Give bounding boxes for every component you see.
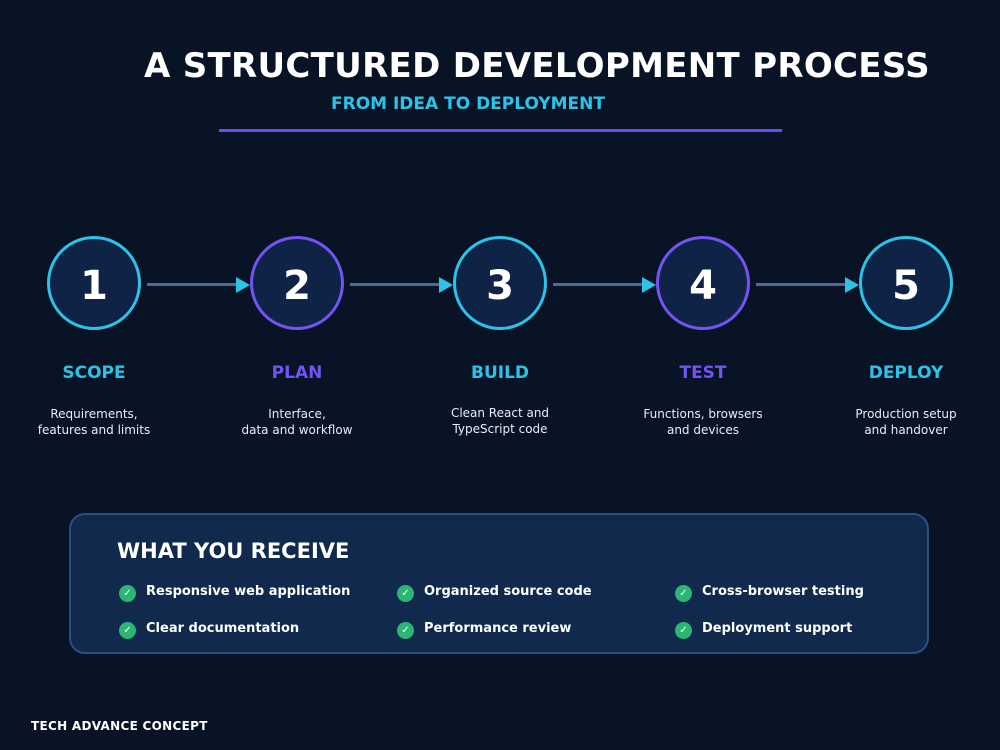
check-circle-icon: ✓ xyxy=(119,585,136,602)
step-description: Clean React and TypeScript code xyxy=(410,405,590,437)
benefit-label: Deployment support xyxy=(702,621,853,636)
step-number: 4 xyxy=(689,263,717,309)
arrow-right-icon xyxy=(439,277,453,293)
arrow-right-icon xyxy=(642,277,656,293)
connector-3-4 xyxy=(553,283,645,286)
step-number-circle: 4 xyxy=(656,236,750,330)
step-description-line: Interface, xyxy=(268,407,326,421)
step-label: TEST xyxy=(679,363,727,383)
step-label: SCOPE xyxy=(62,363,126,383)
step-number-circle: 1 xyxy=(47,236,141,330)
step-description-line: and devices xyxy=(666,423,740,437)
check-circle-icon: ✓ xyxy=(119,622,136,639)
footer-brand: TECH ADVANCE CONCEPT xyxy=(31,719,208,733)
step-description-line: and handover xyxy=(864,423,948,437)
step-label: BUILD xyxy=(470,363,530,383)
benefit-label: Performance review xyxy=(424,621,572,636)
process-step-build: 3 BUILD Clean React and TypeScript code xyxy=(410,236,590,437)
step-number: 3 xyxy=(486,263,514,309)
step-number: 2 xyxy=(283,263,311,309)
step-description: Interface, data and workflow xyxy=(207,406,387,438)
step-description-line: Production setup xyxy=(855,407,957,421)
process-step-test: 4 TEST Functions, browsers and devices xyxy=(613,236,793,438)
check-circle-icon: ✓ xyxy=(397,585,414,602)
benefit-label: Clear documentation xyxy=(146,621,300,636)
step-description-line: features and limits xyxy=(37,423,151,437)
title-divider xyxy=(219,129,782,132)
benefit-item: ✓ Clear documentation xyxy=(119,618,299,639)
connector-2-3 xyxy=(350,283,442,286)
arrow-right-icon xyxy=(236,277,250,293)
benefit-label: Organized source code xyxy=(424,584,592,599)
process-step-deploy: 5 DEPLOY Production setup and handover xyxy=(816,236,996,438)
check-circle-icon: ✓ xyxy=(397,622,414,639)
check-circle-icon: ✓ xyxy=(675,585,692,602)
connector-4-5 xyxy=(756,283,848,286)
step-description-line: Requirements, xyxy=(50,407,138,421)
benefit-item: ✓ Deployment support xyxy=(675,618,852,639)
benefit-item: ✓ Organized source code xyxy=(397,581,592,602)
process-step-scope: 1 SCOPE Requirements, features and limit… xyxy=(4,236,184,438)
step-description: Requirements, features and limits xyxy=(4,406,184,438)
step-description-line: data and workflow xyxy=(241,423,353,437)
step-number: 5 xyxy=(892,263,920,309)
receive-title: WHAT YOU RECEIVE xyxy=(117,539,350,563)
step-description: Production setup and handover xyxy=(816,406,996,438)
step-description: Functions, browsers and devices xyxy=(613,406,793,438)
step-label: DEPLOY xyxy=(868,363,944,383)
step-number: 1 xyxy=(80,263,108,309)
process-step-plan: 2 PLAN Interface, data and workflow xyxy=(207,236,387,438)
step-number-circle: 5 xyxy=(859,236,953,330)
step-description-line: TypeScript code xyxy=(452,422,548,436)
receive-panel: WHAT YOU RECEIVE ✓ Responsive web applic… xyxy=(69,513,929,654)
benefit-item: ✓ Cross-browser testing xyxy=(675,581,864,602)
step-description-line: Functions, browsers xyxy=(643,407,763,421)
connector-1-2 xyxy=(147,283,239,286)
benefit-item: ✓ Performance review xyxy=(397,618,571,639)
arrow-right-icon xyxy=(845,277,859,293)
benefit-label: Cross-browser testing xyxy=(702,584,864,599)
step-number-circle: 2 xyxy=(250,236,344,330)
step-number-circle: 3 xyxy=(453,236,547,330)
step-label: PLAN xyxy=(271,363,323,383)
step-description-line: Clean React and xyxy=(450,406,550,420)
page-title: A STRUCTURED DEVELOPMENT PROCESS xyxy=(144,46,930,86)
page-subtitle: FROM IDEA TO DEPLOYMENT xyxy=(330,94,605,114)
benefit-item: ✓ Responsive web application xyxy=(119,581,350,602)
benefit-label: Responsive web application xyxy=(146,584,351,599)
check-circle-icon: ✓ xyxy=(675,622,692,639)
